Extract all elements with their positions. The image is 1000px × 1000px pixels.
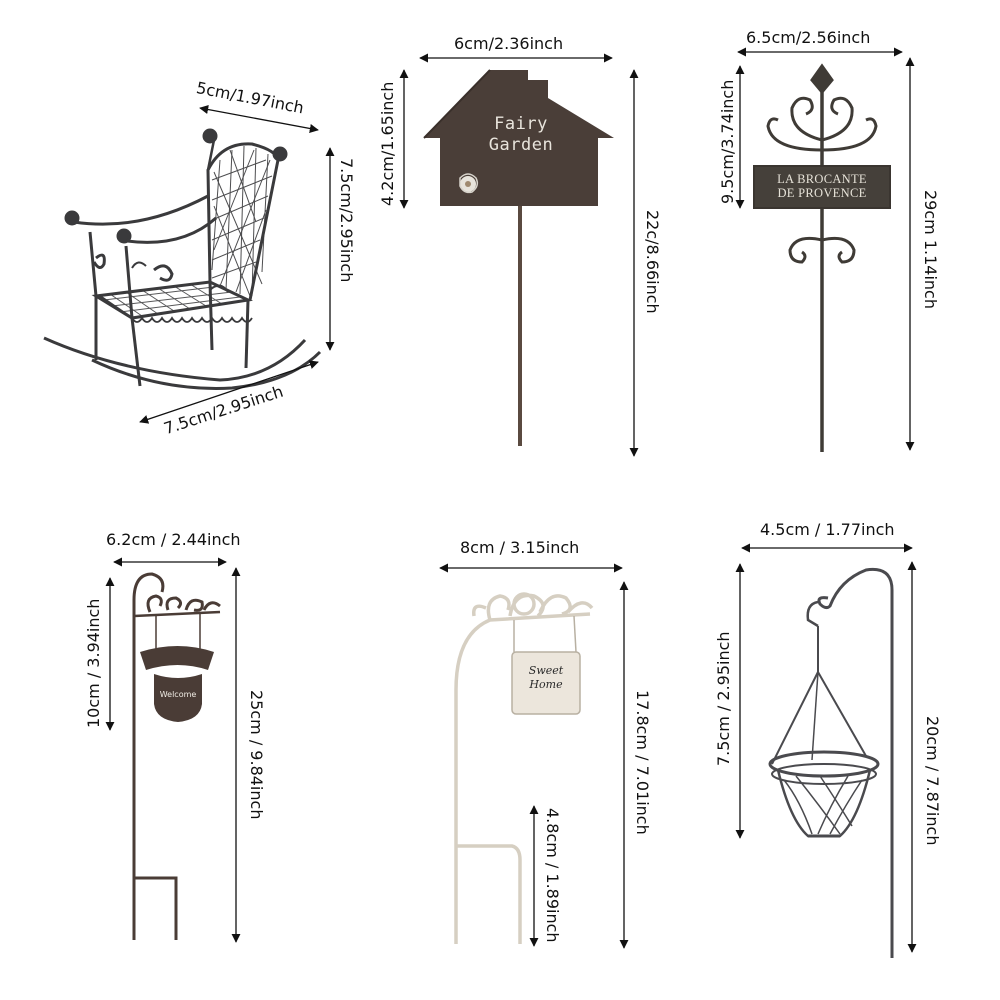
house-sign-line2: Garden [488, 135, 554, 156]
sweet-home-stake-width-label: 8cm / 3.15inch [460, 538, 580, 557]
provence-stake-top-height-label: 9.5cm/3.74inch [718, 79, 737, 204]
provence-plaque-line1: LA BROCANTE [777, 172, 867, 186]
rocking-chair-dimension-lines [139, 105, 335, 424]
house-sign-text: Fairy Garden [462, 114, 580, 157]
sweet-home-stake-foot-height-label: 4.8cm / 1.89inch [543, 808, 562, 943]
sweet-home-line2: Home [529, 677, 563, 691]
basket-stake-width-label: 4.5cm / 1.77inch [760, 520, 895, 539]
provence-stake-illustration [753, 63, 891, 452]
provence-stake-total-height-label: 29cm 1.14inch [921, 190, 940, 309]
sweet-home-stake-illustration [454, 592, 594, 944]
basket-stake-illustration [768, 567, 894, 958]
rocking-chair-illustration [43, 128, 322, 390]
basket-stake-basket-height-label: 7.5cm / 2.95inch [714, 631, 733, 766]
house-sign-line1: Fairy [494, 114, 548, 134]
house-sign-dimension-lines [399, 53, 639, 457]
rocking-chair-height-label: 7.5cm/2.95inch [337, 158, 356, 283]
basket-stake-dimension-lines [735, 543, 917, 953]
provence-plaque-line2: DE PROVENCE [777, 186, 867, 201]
basket-stake-total-height-label: 20cm / 7.87inch [923, 716, 942, 846]
sweet-home-line1: Sweet [528, 664, 564, 677]
sweet-home-plate [511, 651, 581, 715]
house-sign-total-height-label: 22c/8.66inch [643, 210, 662, 314]
house-sign-width-label: 6cm/2.36inch [454, 34, 564, 53]
sweet-home-dimension-lines [439, 563, 629, 949]
welcome-sign-text: Welcome [159, 690, 197, 699]
house-sign-illustration [423, 69, 614, 446]
provence-stake-width-label: 6.5cm/2.56inch [746, 28, 871, 47]
provence-stake-dimension-lines [735, 47, 915, 451]
house-sign-height-label: 4.2cm/1.65inch [378, 81, 397, 206]
sweet-home-stake-total-height-label: 17.8cm / 7.01inch [633, 690, 652, 835]
welcome-stake-sign-height-label: 10cm / 3.94inch [84, 598, 103, 728]
welcome-stake-illustration [132, 572, 221, 940]
sweet-home-plate-text: Sweet Home [514, 664, 578, 692]
provence-plaque-text: LA BROCANTE DE PROVENCE [756, 172, 888, 201]
welcome-stake-total-height-label: 25cm / 9.84inch [247, 690, 266, 820]
welcome-stake-dimension-lines [105, 557, 241, 943]
welcome-stake-width-label: 6.2cm / 2.44inch [106, 530, 241, 549]
